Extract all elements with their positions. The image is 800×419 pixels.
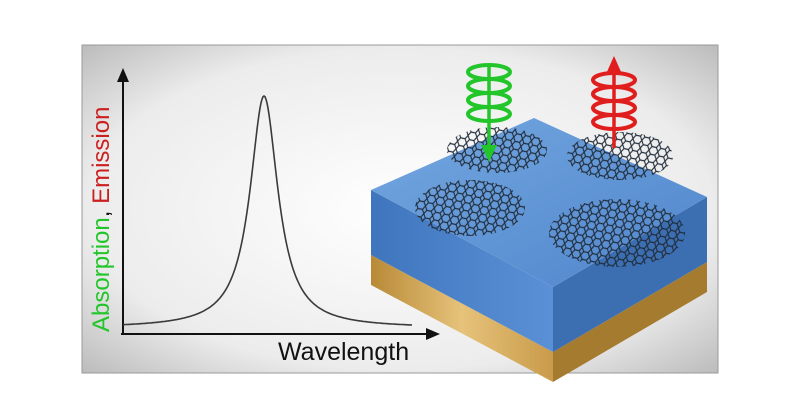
green-arrowhead-icon [481, 145, 497, 162]
gold-layer-right [553, 262, 707, 382]
y-label-absorption: Absorption [88, 217, 115, 332]
red-arrowhead-icon [606, 56, 622, 74]
red-coil-4 [591, 113, 637, 131]
plot: Wavelength Absorption, Emission [88, 68, 440, 366]
green-coil-4 [466, 105, 512, 123]
y-label-emission: Emission [88, 107, 115, 204]
x-axis-arrowhead [426, 328, 440, 340]
substrate-scene [371, 118, 707, 382]
graphene-flake-front-left [415, 180, 525, 236]
graphene-flake-front-right [549, 199, 685, 267]
y-axis-label: Absorption, Emission [88, 107, 115, 332]
slab-front-face [371, 190, 553, 352]
graphene-flake-back-left [447, 127, 547, 173]
spectrum-curve [122, 94, 413, 326]
emission-helix [591, 56, 637, 148]
y-label-separator: , [88, 204, 115, 217]
y-axis-arrowhead [117, 68, 129, 82]
gold-layer-front [371, 255, 553, 382]
x-axis-label: Wavelength [278, 338, 409, 366]
absorption-helix [466, 63, 512, 162]
graphene-flake-back-right [567, 132, 673, 180]
